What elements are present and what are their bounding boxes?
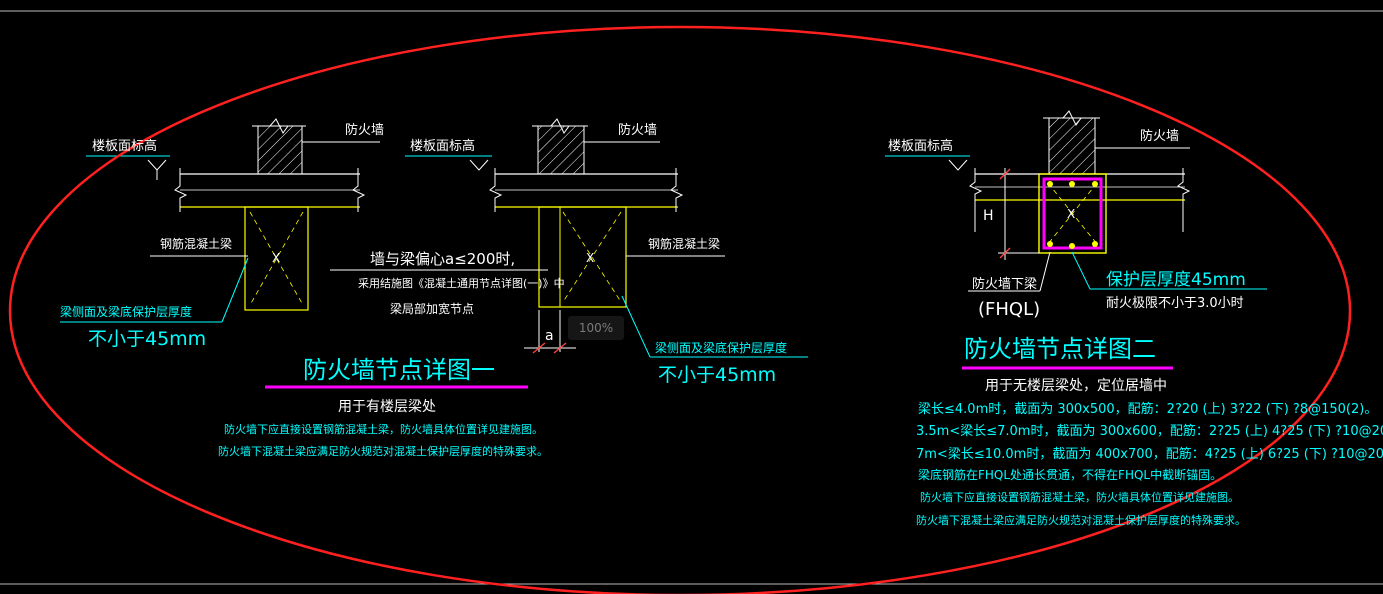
- rebar-dot: [1047, 181, 1053, 187]
- leader-line: [1039, 251, 1051, 292]
- break-line: [532, 118, 588, 134]
- cover-label: 不小于45mm: [658, 364, 776, 386]
- rebar-dot: [1069, 181, 1075, 187]
- detail-one-note: 防火墙下混凝土梁应满足防火规范对混凝土保护层厚度的特殊要求。: [218, 444, 548, 458]
- offset-note: 采用结施图《混凝土通用节点详图(一)》中: [358, 276, 565, 290]
- break-line: [670, 168, 684, 212]
- break-line: [489, 168, 503, 212]
- detail-two-subtitle: 用于无楼层梁处，定位居墙中: [985, 378, 1167, 394]
- beam-diag: [1047, 182, 1098, 245]
- dim-tick: [999, 168, 1011, 180]
- zoom-indicator: 100%: [568, 316, 624, 340]
- cover-label: 梁侧面及梁底保护层厚度: [655, 340, 787, 355]
- rc-beam-outline: [538, 206, 627, 308]
- rc-beam-outline: [244, 206, 309, 311]
- firewall-hatch-block: [1048, 117, 1096, 175]
- offset-note: 梁局部加宽节点: [390, 301, 474, 316]
- fire-rating-label: 耐火极限不小于3.0小时: [1106, 296, 1244, 311]
- offset-symbol: a: [545, 328, 554, 344]
- detail-one-left-section: [60, 118, 380, 323]
- break-line: [969, 168, 983, 232]
- detail-one-title: 防火墙节点详图一: [303, 356, 495, 384]
- fhql-beam-label: 防火墙下梁: [972, 276, 1037, 292]
- leader-line: [621, 295, 651, 358]
- floor-level-label: 楼板面标高: [888, 138, 953, 154]
- rc-beam-label: 钢筋混凝土梁: [648, 236, 720, 251]
- level-marker: [147, 159, 167, 171]
- beam-center-mark: X: [1067, 207, 1075, 221]
- detail-two-spec: 3.5m<梁长≤7.0m时，截面为 300x600，配筋：2?25 (上) 4?…: [916, 423, 1383, 439]
- break-line: [252, 118, 306, 134]
- detail-one-subtitle: 用于有楼层梁处: [338, 399, 436, 415]
- rebar-dot: [1092, 241, 1098, 247]
- beam-center-mark: X: [586, 251, 594, 265]
- cover-thickness-label: 保护层厚度45mm: [1106, 270, 1246, 290]
- dim-tick: [532, 342, 546, 354]
- beam-center-mark: X: [272, 251, 280, 265]
- cover-label: 梁侧面及梁底保护层厚度: [60, 304, 192, 319]
- break-line: [174, 168, 188, 212]
- break-line: [1177, 168, 1191, 232]
- leader-line: [221, 257, 249, 323]
- detail-two-section: [885, 110, 1267, 370]
- rebar-dot: [1069, 243, 1075, 249]
- detail-one-note: 防火墙下应直接设置钢筋混凝土梁，防火墙具体位置详见建施图。: [224, 422, 543, 436]
- detail-two-note: 防火墙下应直接设置钢筋混凝土梁，防火墙具体位置详见建施图。: [920, 490, 1239, 504]
- height-symbol: H: [983, 208, 994, 224]
- offset-note: 墙与梁偏心a≤200时,: [370, 250, 515, 268]
- dim-tick: [553, 342, 567, 354]
- rc-beam-label: 钢筋混凝土梁: [160, 236, 232, 251]
- floor-level-label: 楼板面标高: [410, 138, 475, 154]
- break-line: [352, 168, 366, 212]
- firewall-label: 防火墙: [618, 122, 657, 138]
- rebar-dot: [1047, 241, 1053, 247]
- firewall-label: 防火墙: [1140, 128, 1179, 144]
- highlight-ellipse: [8, 25, 1352, 594]
- detail-one-right-section: [265, 118, 808, 389]
- rebar-dot: [1092, 181, 1098, 187]
- dim-tick: [999, 247, 1011, 259]
- cover-label: 不小于45mm: [88, 328, 206, 350]
- detail-two-spec: 7m<梁长≤10.0m时，截面为 400x700，配筋：4?25 (上) 6?2…: [916, 446, 1383, 462]
- floor-level-label: 楼板面标高: [92, 138, 157, 154]
- detail-two-title: 防火墙节点详图二: [964, 335, 1156, 363]
- break-line: [1043, 110, 1100, 126]
- leader-line: [1071, 251, 1091, 290]
- firewall-hatch-block: [257, 125, 303, 175]
- firewall-hatch-block: [537, 125, 585, 175]
- detail-two-spec: 梁底钢筋在FHQL处通长贯通，不得在FHQL中截断锚固。: [918, 467, 1222, 482]
- level-marker: [469, 159, 489, 171]
- level-marker: [948, 159, 968, 171]
- firewall-label: 防火墙: [345, 122, 384, 138]
- detail-two-note: 防火墙下混凝土梁应满足防火规范对混凝土保护层厚度的特殊要求。: [916, 513, 1246, 527]
- fhql-beam-label: (FHQL): [978, 299, 1040, 320]
- detail-two-spec: 梁长≤4.0m时，截面为 300x500，配筋：2?20 (上) 3?22 (下…: [918, 401, 1377, 417]
